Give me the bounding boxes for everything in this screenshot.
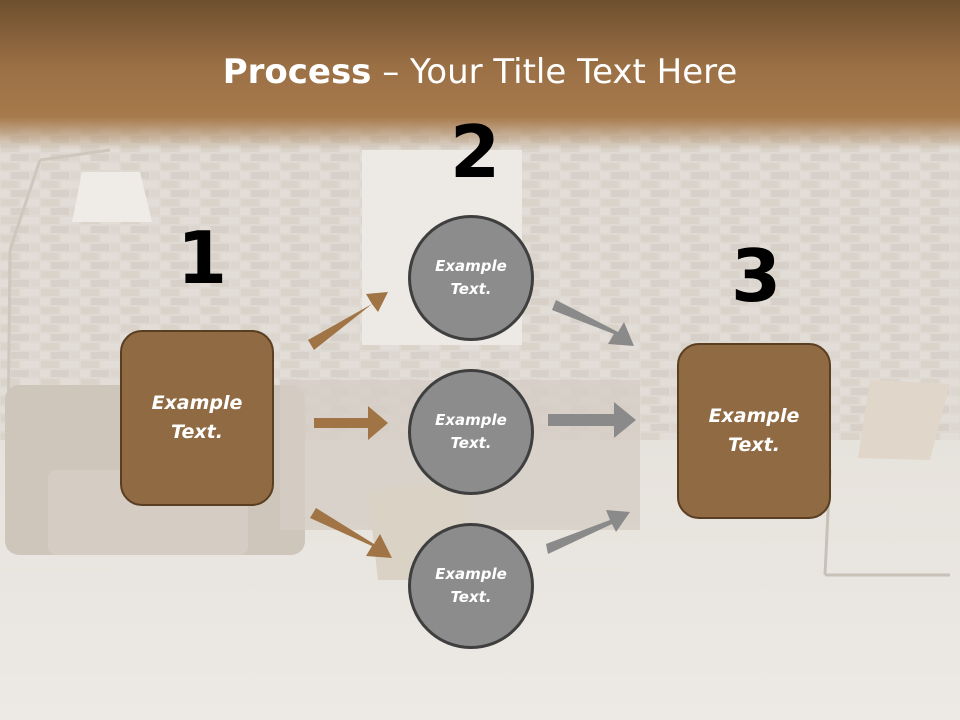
arrow-to-circle-1 bbox=[308, 292, 388, 350]
circle-bottom-text-line2: Text. bbox=[450, 588, 492, 606]
circle-bottom-text-line1: Example bbox=[435, 565, 507, 583]
step-2-circle-bottom[interactable]: Example Text. bbox=[408, 523, 534, 649]
circle-middle-text-line1: Example bbox=[435, 411, 507, 429]
circle-top-text-line1: Example bbox=[435, 257, 507, 275]
step-1-text-line1: Example bbox=[151, 392, 243, 414]
arrow-from-circle-2 bbox=[548, 402, 636, 438]
step-number-3: 3 bbox=[731, 234, 782, 318]
step-3-text-line2: Text. bbox=[728, 434, 780, 456]
step-number-1: 1 bbox=[177, 216, 228, 300]
circle-middle-text-line2: Text. bbox=[450, 434, 492, 452]
arrow-to-circle-2 bbox=[314, 406, 388, 440]
step-1-box[interactable]: Example Text. bbox=[120, 330, 274, 506]
arrow-to-circle-3 bbox=[310, 508, 392, 558]
step-2-circle-top[interactable]: Example Text. bbox=[408, 215, 534, 341]
title-rest-text: – Your Title Text Here bbox=[371, 52, 738, 92]
step-3-box[interactable]: Example Text. bbox=[677, 343, 831, 519]
title-band bbox=[0, 0, 960, 150]
step-3-text-line1: Example bbox=[708, 405, 800, 427]
circle-top-text-line2: Text. bbox=[450, 280, 492, 298]
slide-title[interactable]: Process – Your Title Text Here bbox=[0, 52, 960, 92]
arrow-from-circle-1 bbox=[552, 300, 634, 346]
step-number-2: 2 bbox=[450, 110, 501, 194]
step-1-text-line2: Text. bbox=[171, 421, 223, 443]
arrow-from-circle-3 bbox=[546, 510, 630, 554]
step-2-circle-middle[interactable]: Example Text. bbox=[408, 369, 534, 495]
title-bold-text: Process bbox=[222, 52, 372, 92]
